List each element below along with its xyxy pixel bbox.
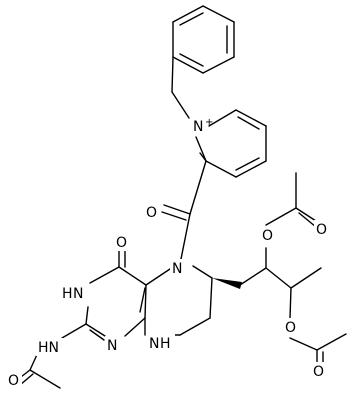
ring-carbonyl-oxygen-label: O: [116, 235, 127, 251]
atom-labels: N + O O O O N N H O O HN N N H O: [6, 117, 330, 389]
amide-oxygen-label: O: [146, 205, 157, 221]
ring-nitrogen-3-label: N: [73, 286, 83, 302]
ring-nitrogen-8-label: N: [149, 336, 159, 352]
carbonyl-oxygen-lower-label: O: [313, 364, 324, 380]
ring-hydrogen-8-label: H: [160, 336, 171, 352]
ring-nitrogen-5-label: N: [172, 261, 182, 277]
ester-oxygen-lower-label: O: [285, 320, 296, 336]
ring-hydrogen-3-label: H: [62, 286, 73, 302]
stereo-wedge-bond: [212, 278, 242, 289]
amide-nh-label: HN: [38, 340, 59, 356]
carbonyl-oxygen-upper-label: O: [316, 222, 327, 238]
acetamide-oxygen-label: O: [8, 373, 19, 389]
ester-oxygen-upper-label: O: [262, 228, 273, 244]
positive-charge-label: +: [205, 117, 213, 128]
pyrimidine-nitrogen-label: N: [107, 338, 117, 354]
pyridinium-nitrogen-label: N: [193, 119, 203, 135]
bonds: [16, 5, 347, 389]
